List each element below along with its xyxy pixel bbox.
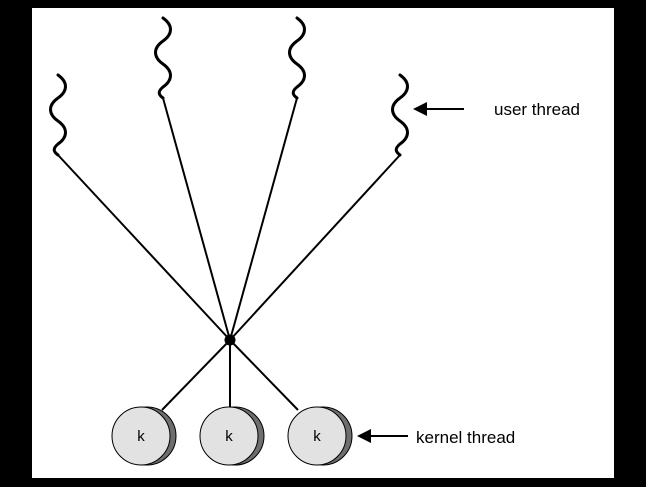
kernel-thread-label: k (137, 428, 145, 445)
user-thread-label: user thread (494, 100, 580, 119)
kernel-threads: k k k (111, 406, 353, 466)
kernel-thread-disc (199, 406, 259, 466)
kernel-thread-label-text: kernel thread (416, 428, 515, 447)
kernel-thread-3: k (287, 406, 353, 466)
kernel-thread-callout: kernel thread (357, 428, 515, 447)
connector-user-thread-1 (57, 154, 231, 341)
connector-user-thread-4 (229, 154, 401, 341)
kernel-thread-arrowhead (357, 429, 371, 443)
user-thread-3 (288, 16, 306, 100)
kernel-thread-disc (287, 406, 347, 466)
connector-user-thread-3 (229, 97, 298, 341)
user-thread-connectors (57, 97, 401, 341)
kernel-thread-1: k (111, 406, 177, 466)
user-thread-4 (391, 73, 409, 157)
kernel-thread-label: k (225, 428, 233, 445)
kernel-thread-label: k (313, 428, 321, 445)
connector-kernel-thread-3 (229, 339, 299, 411)
kernel-thread-connectors (161, 339, 299, 411)
user-threads (49, 16, 409, 157)
user-thread-1 (49, 73, 67, 157)
kernel-thread-disc (111, 406, 171, 466)
user-thread-callout: user thread (413, 100, 580, 119)
user-thread-2 (154, 16, 172, 100)
diagram-canvas (32, 8, 614, 478)
kernel-thread-2: k (199, 406, 265, 466)
connector-user-thread-2 (162, 97, 231, 341)
user-thread-arrowhead (413, 102, 427, 116)
connector-kernel-thread-1 (161, 339, 231, 411)
